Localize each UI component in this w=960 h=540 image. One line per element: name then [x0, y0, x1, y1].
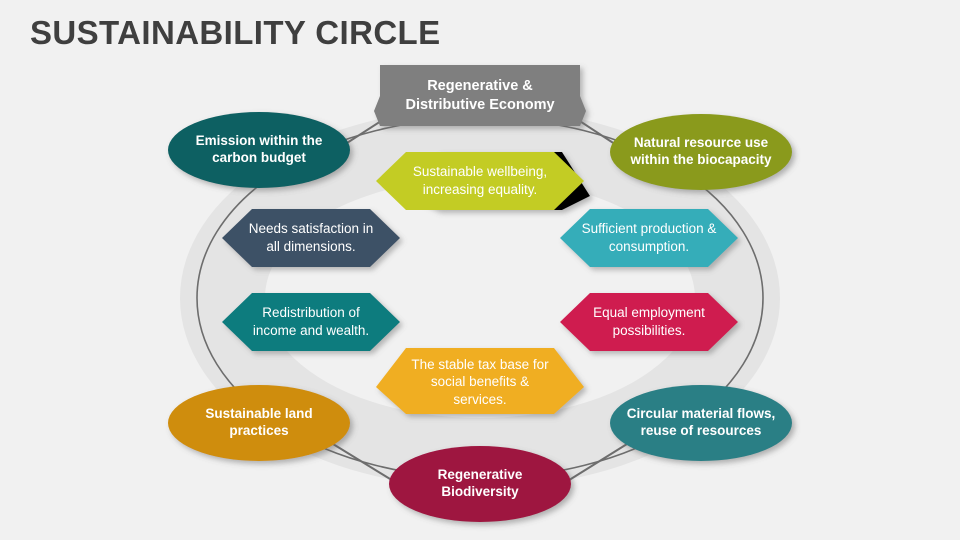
hexagon-sufficient-production-shape[interactable] — [560, 209, 738, 267]
ring-band — [180, 108, 780, 488]
ellipse-sustainable-land-practices[interactable] — [168, 385, 350, 461]
page-title: SUSTAINABILITY CIRCLE — [30, 14, 441, 51]
hexagon-needs-satisfaction[interactable] — [222, 209, 400, 267]
banner-shape[interactable] — [374, 65, 586, 126]
banner-regenerative-distributive-economy[interactable] — [374, 65, 586, 126]
ellipse-circular-material-flows[interactable] — [610, 385, 792, 461]
hexagon-needs-satisfaction-shape[interactable] — [222, 209, 400, 267]
hexagon-sustainable-wellbeing[interactable] — [376, 152, 590, 210]
hexagon-redistribution-income-shape[interactable] — [222, 293, 400, 351]
hexagon-redistribution-income[interactable] — [222, 293, 400, 351]
ellipse-natural-resource-biocapacity[interactable] — [610, 114, 792, 190]
hexagon-equal-employment-shape[interactable] — [560, 293, 738, 351]
hexagon-stable-tax-base-shape[interactable] — [376, 348, 584, 414]
ellipse-regenerative-biodiversity[interactable] — [389, 446, 571, 522]
hexagon-equal-employment[interactable] — [560, 293, 738, 351]
connector-bottom-left — [332, 443, 396, 483]
hexagon-sustainable-wellbeing-shape[interactable] — [376, 152, 584, 210]
ellipse-emission-carbon-budget[interactable] — [168, 112, 350, 188]
hexagon-sufficient-production[interactable] — [560, 209, 738, 267]
hexagon-stable-tax-base[interactable] — [376, 348, 584, 414]
connector-bottom-right — [565, 443, 628, 483]
